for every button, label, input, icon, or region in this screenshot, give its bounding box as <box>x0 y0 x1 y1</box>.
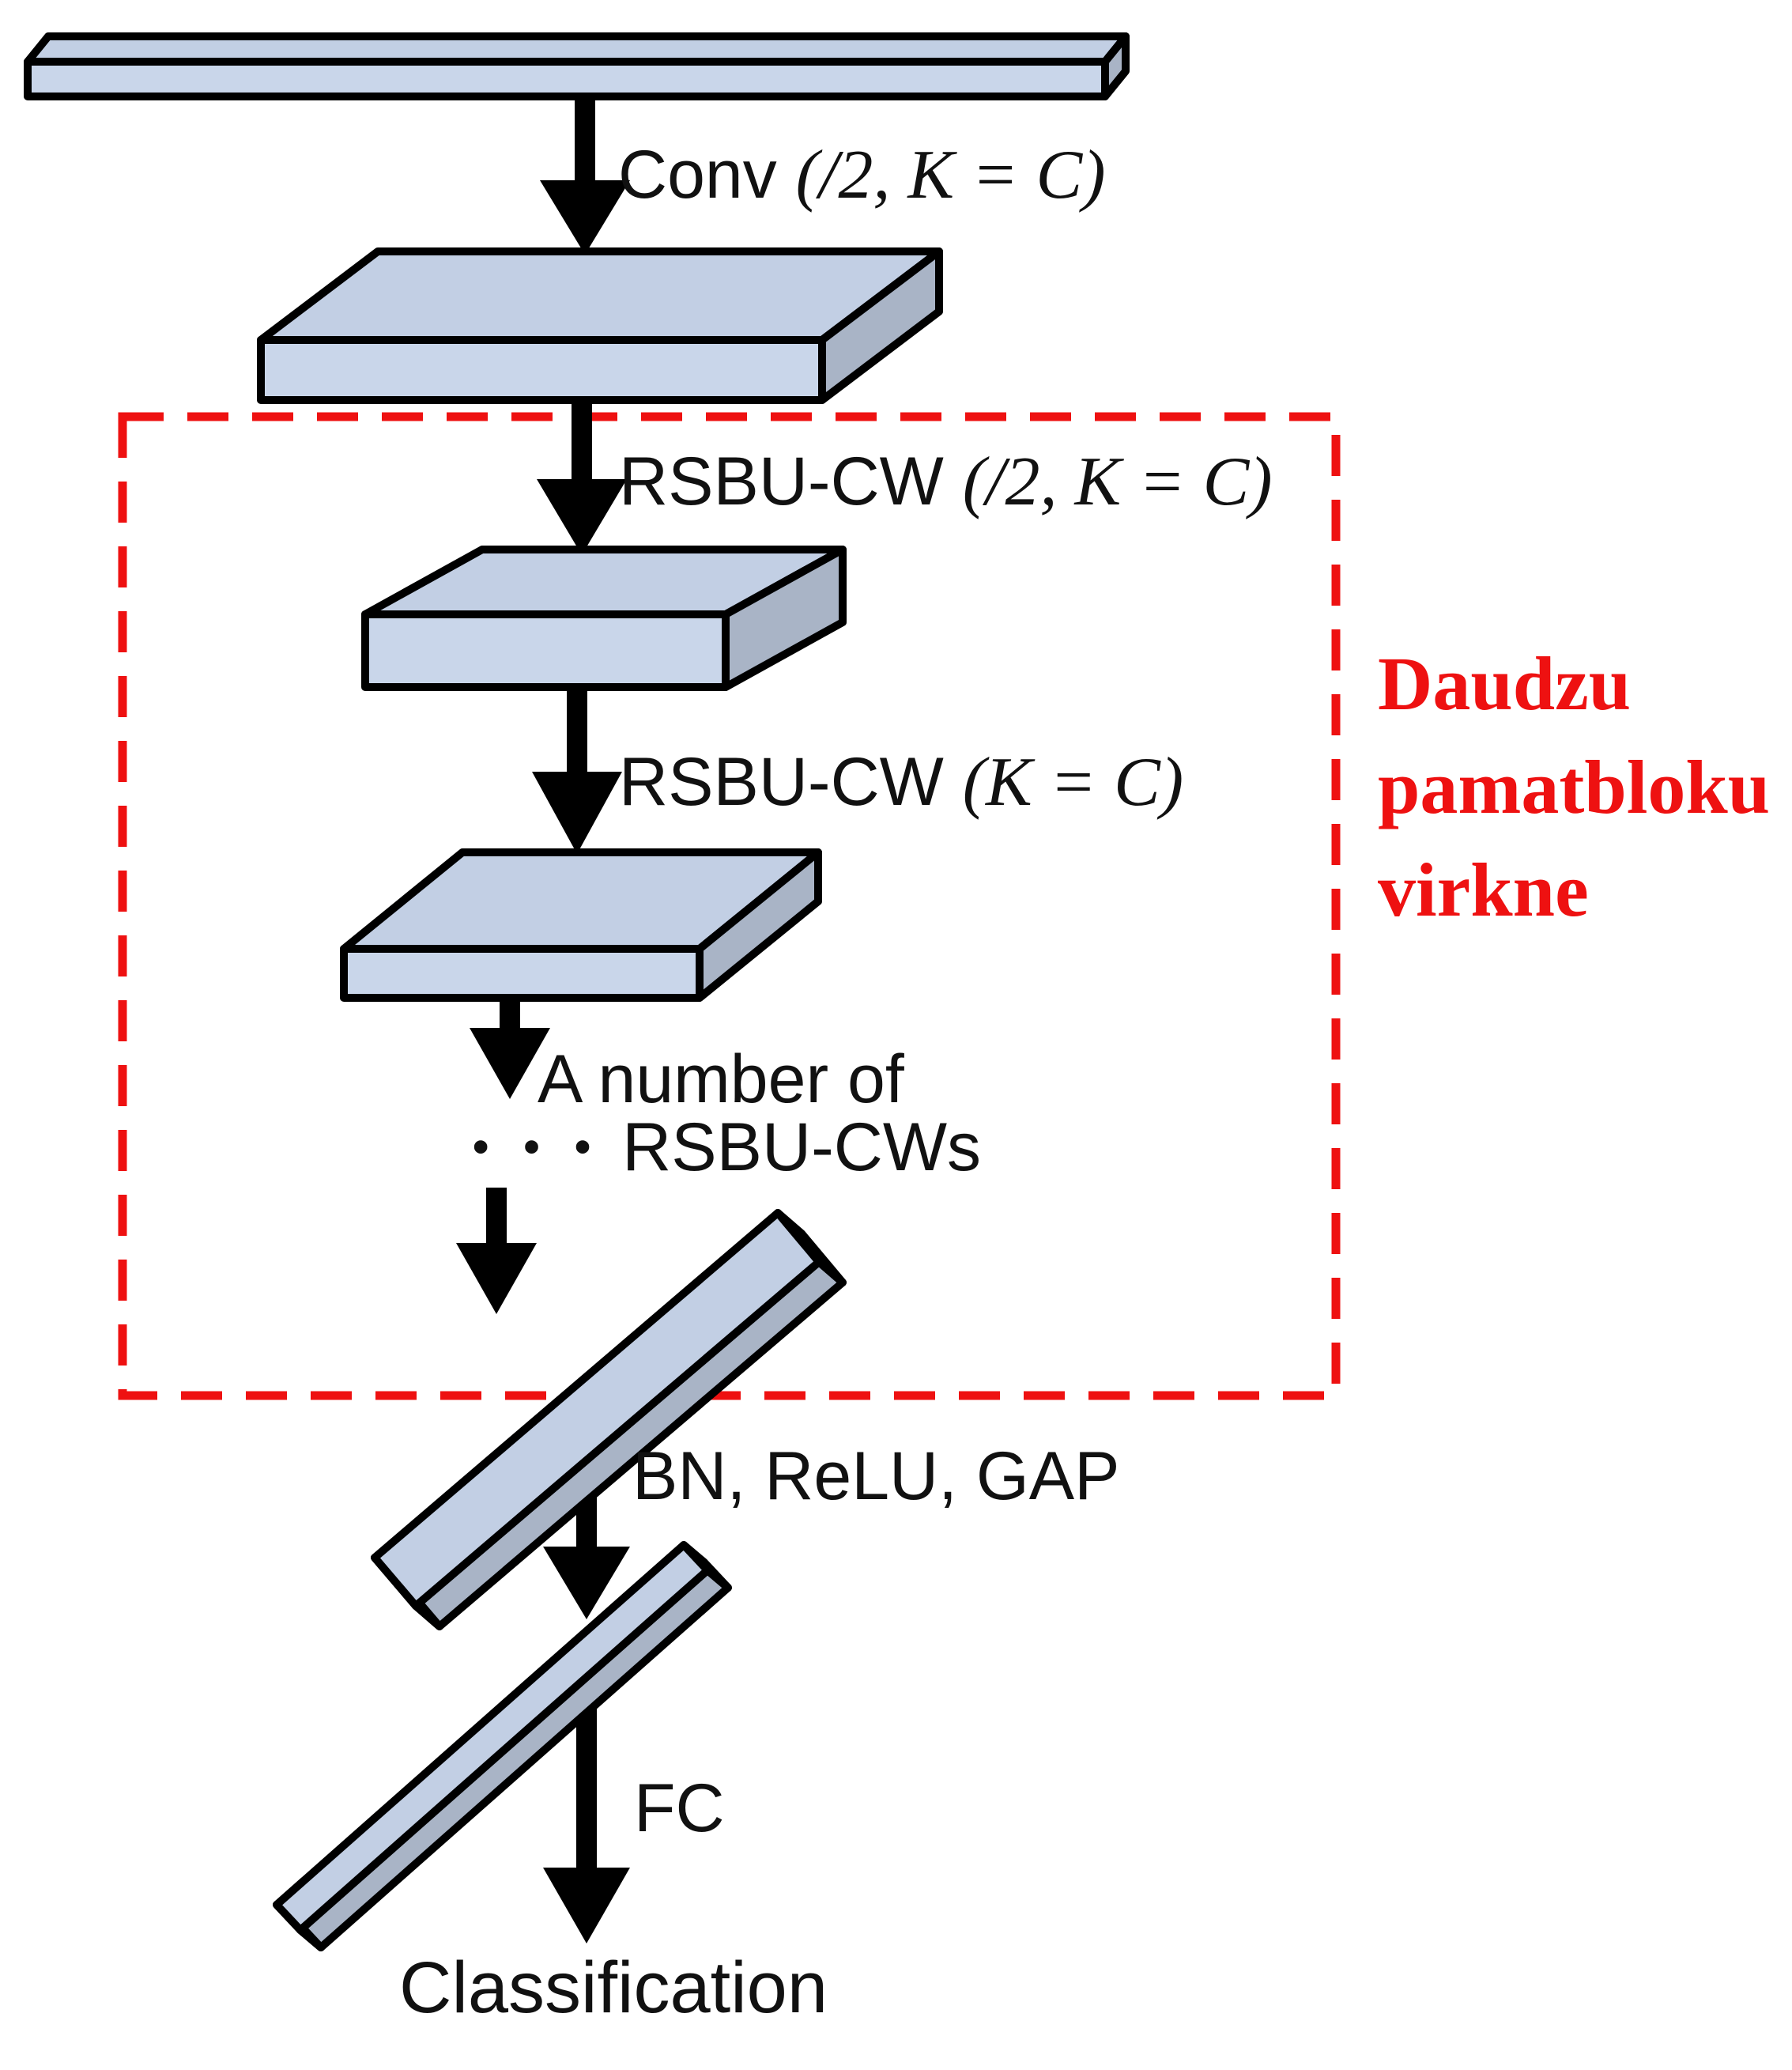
gap-output-vector-bar <box>273 1541 732 1951</box>
rsbu-label-text: RSBU-CW <box>619 744 963 820</box>
feature-map-rsbu-downsample <box>361 546 847 691</box>
conv-arrow <box>540 96 630 255</box>
ellipsis-dots: • • • <box>473 1121 602 1173</box>
chain-output-feature-bar <box>371 1209 847 1630</box>
rsbu-downsample-label: RSBU-CW (/2, K = C) <box>619 448 1273 517</box>
rsbu-downsample-label-text: RSBU-CW <box>619 444 963 519</box>
chain-annotation-line: Daudzu <box>1378 641 1632 726</box>
stack-label-line1: A number of <box>538 1041 904 1117</box>
input-signal-bar <box>24 32 1130 100</box>
rsbu-label: RSBU-CW (K = C) <box>619 748 1183 818</box>
feature-map-conv <box>257 247 943 404</box>
conv-label: Conv (/2, K = C) <box>618 141 1106 210</box>
rsbu-downsample-arrow <box>537 402 627 555</box>
rsbu-chain-box <box>118 412 1341 1400</box>
bn-relu-gap-label: BN, ReLU, GAP <box>632 1438 1120 1514</box>
rsbu-arrow <box>532 687 622 854</box>
chain-annotation-line: virkne <box>1378 848 1589 933</box>
stack-label-line2-text: RSBU-CWs <box>622 1109 982 1185</box>
feature-map-rsbu <box>340 848 822 1002</box>
rsbu-label-math: (K = C) <box>962 744 1184 821</box>
fc-arrow <box>543 1702 630 1943</box>
chain-output-arrow <box>456 1188 537 1314</box>
fc-label: FC <box>634 1770 725 1846</box>
chain-annotation: Daudzu pamatbloku virkne <box>1378 633 1770 942</box>
classification-label: Classification <box>399 1947 828 2028</box>
conv-label-math: (/2, K = C) <box>795 137 1106 213</box>
conv-label-text: Conv <box>618 137 796 213</box>
more-blocks-arrow <box>470 998 550 1099</box>
chain-annotation-line: pamatbloku <box>1378 744 1771 829</box>
stack-label-line2: • • • RSBU-CWs <box>473 1113 981 1181</box>
rsbu-downsample-label-math: (/2, K = C) <box>962 444 1273 520</box>
